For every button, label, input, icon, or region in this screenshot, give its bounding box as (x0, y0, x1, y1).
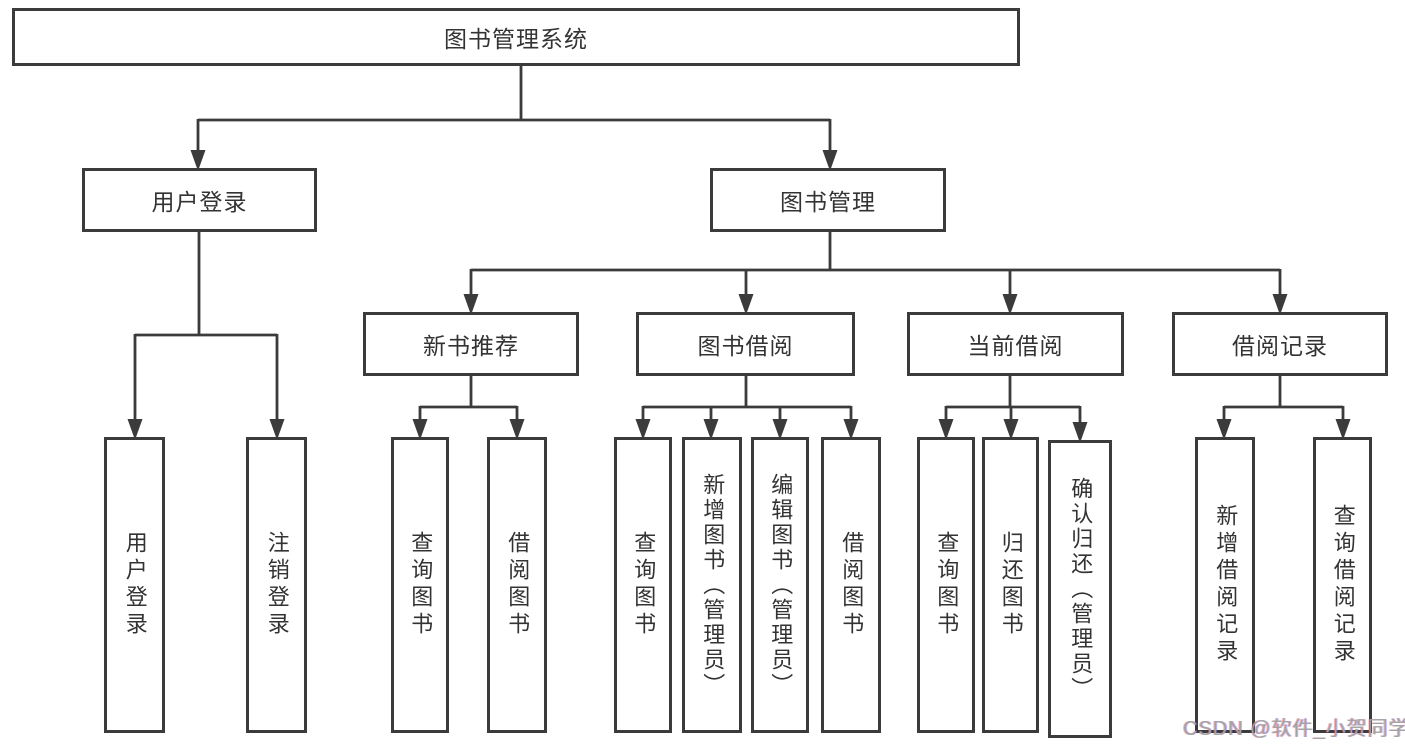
csdn-watermark: CSDN @软件_小贺同学 (1183, 718, 1405, 740)
leaf-query-borrow-record-label: 查询借阅记录 (1330, 504, 1356, 666)
leaf-query-books-current: 查询图书 (917, 437, 975, 733)
leaf-add-borrow-record: 新增借阅记录 (1195, 437, 1255, 733)
leaf-confirm-return-admin-label: 确认归还（管理员） (1068, 476, 1094, 702)
node-user-login-label: 用户登录 (151, 189, 248, 215)
node-borrowing-records-label: 借阅记录 (1232, 333, 1328, 359)
leaf-add-borrow-record-label: 新增借阅记录 (1213, 504, 1239, 666)
leaf-user-login-label: 用户登录 (122, 531, 148, 639)
leaf-add-books-admin: 新增图书（管理员） (682, 437, 742, 733)
leaf-query-books-current-label: 查询图书 (934, 531, 960, 639)
leaf-return-books: 归还图书 (982, 437, 1039, 733)
leaf-logout-label: 注销登录 (264, 531, 290, 639)
node-book-borrowing-label: 图书借阅 (697, 333, 794, 359)
leaf-edit-books-admin-label: 编辑图书（管理员） (768, 472, 794, 698)
leaf-borrow-books-recommend: 借阅图书 (487, 437, 547, 733)
leaf-query-books-borrowing-label: 查询图书 (631, 531, 657, 639)
node-library-system: 图书管理系统 (12, 8, 1020, 66)
leaf-query-borrow-record: 查询借阅记录 (1313, 437, 1372, 733)
leaf-query-books-borrowing: 查询图书 (614, 437, 672, 733)
leaf-edit-books-admin: 编辑图书（管理员） (751, 437, 809, 733)
leaf-borrow-books: 借阅图书 (821, 437, 881, 733)
leaf-return-books-label: 归还图书 (998, 531, 1024, 639)
node-new-book-recommend-label: 新书推荐 (423, 333, 519, 359)
leaf-query-books-recommend-label: 查询图书 (408, 531, 434, 639)
node-library-system-label: 图书管理系统 (444, 26, 588, 52)
leaf-borrow-books-label: 借阅图书 (839, 531, 865, 639)
node-book-management: 图书管理 (710, 168, 946, 232)
leaf-borrow-books-recommend-label: 借阅图书 (505, 531, 531, 639)
leaf-add-books-admin-label: 新增图书（管理员） (700, 472, 726, 698)
leaf-confirm-return-admin: 确认归还（管理员） (1048, 440, 1112, 738)
node-new-book-recommend: 新书推荐 (363, 312, 579, 376)
node-current-borrowing-label: 当前借阅 (967, 333, 1064, 359)
node-borrowing-records: 借阅记录 (1172, 312, 1388, 376)
node-book-management-label: 图书管理 (780, 189, 876, 215)
leaf-logout: 注销登录 (246, 437, 307, 733)
node-user-login: 用户登录 (82, 168, 317, 232)
leaf-user-login: 用户登录 (104, 437, 165, 733)
leaf-query-books-recommend: 查询图书 (391, 437, 449, 733)
node-book-borrowing: 图书借阅 (636, 312, 855, 376)
node-current-borrowing: 当前借阅 (907, 312, 1124, 376)
